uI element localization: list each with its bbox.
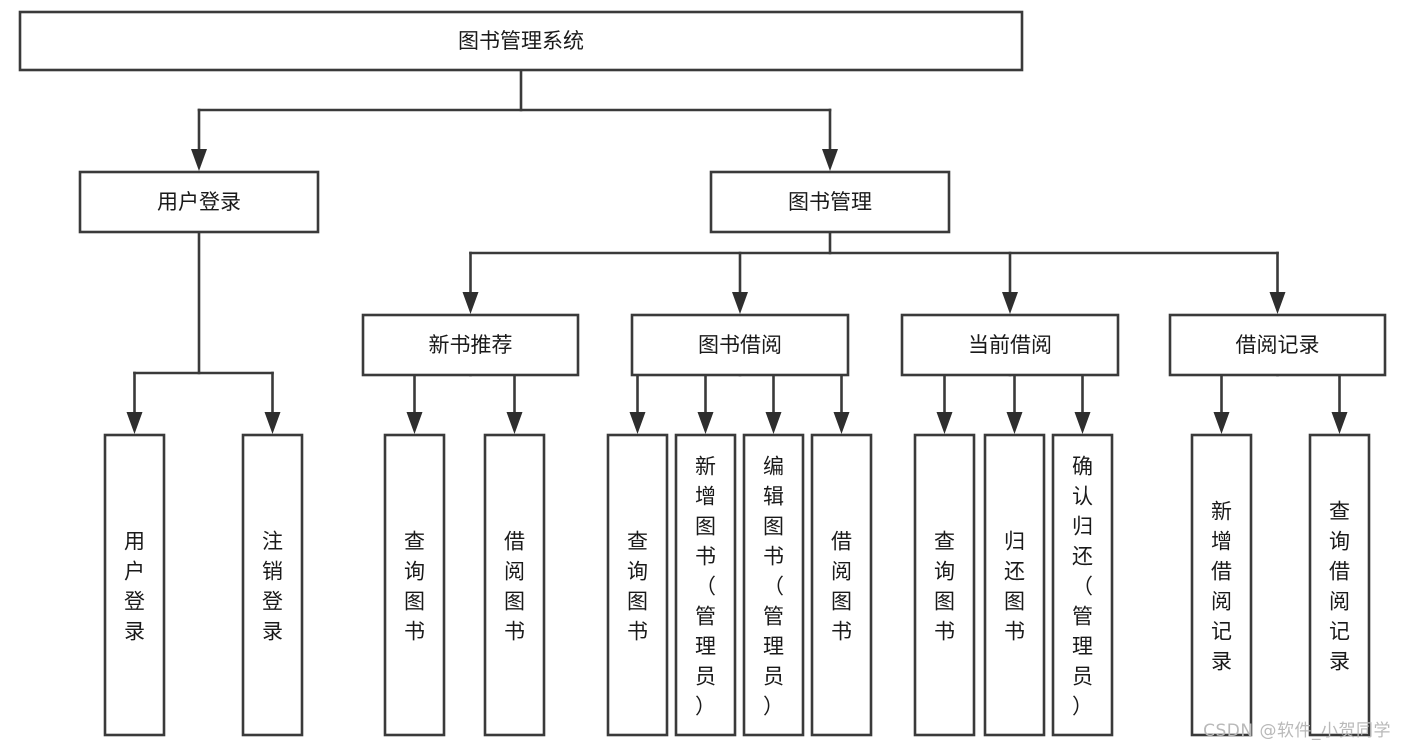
node-leaf-borrow-book-1-label: 借阅图书 xyxy=(504,529,525,643)
node-leaf-borrow-book-2-label: 借阅图书 xyxy=(831,529,852,643)
node-leaf-return-book[interactable]: 归还图书 xyxy=(983,433,1046,737)
node-leaf-query-record[interactable]: 查询借阅记录 xyxy=(1308,433,1371,737)
node-leaf-query-book-3-box[interactable] xyxy=(913,433,976,737)
edges-layer xyxy=(126,68,1348,434)
node-leaf-add-book-box[interactable] xyxy=(674,433,737,737)
node-user-login[interactable]: 用户登录 xyxy=(78,170,320,234)
connector-group xyxy=(462,230,1286,314)
node-leaf-query-book-2[interactable]: 查询图书 xyxy=(606,433,669,737)
node-root-system[interactable]: 图书管理系统 xyxy=(18,10,1024,72)
node-leaf-confirm-return-box[interactable] xyxy=(1051,433,1114,737)
node-root-system-label: 图书管理系统 xyxy=(458,29,584,53)
node-leaf-query-book-1-box[interactable] xyxy=(383,433,446,737)
node-new-book-recommend-label: 新书推荐 xyxy=(429,333,513,357)
node-book-manage-label: 图书管理 xyxy=(788,190,872,214)
node-leaf-add-record-box[interactable] xyxy=(1190,433,1253,737)
node-leaf-add-record[interactable]: 新增借阅记录 xyxy=(1190,433,1253,737)
node-leaf-edit-book-label: 编辑图书（管理员） xyxy=(763,454,784,718)
node-leaf-borrow-book-2[interactable]: 借阅图书 xyxy=(810,433,873,737)
node-leaf-query-record-box[interactable] xyxy=(1308,433,1371,737)
node-book-borrow[interactable]: 图书借阅 xyxy=(630,313,850,377)
node-leaf-return-book-box[interactable] xyxy=(983,433,1046,737)
node-leaf-edit-book-box[interactable] xyxy=(742,433,805,737)
nodes-layer: 图书管理系统用户登录图书管理新书推荐图书借阅当前借阅借阅记录用户登录注销登录查询… xyxy=(18,10,1387,737)
node-leaf-logout[interactable]: 注销登录 xyxy=(241,433,304,737)
node-user-login-label: 用户登录 xyxy=(157,190,241,214)
node-leaf-borrow-book-1-box[interactable] xyxy=(483,433,546,737)
node-leaf-query-book-2-box[interactable] xyxy=(606,433,669,737)
node-leaf-confirm-return[interactable]: 确认归还（管理员） xyxy=(1051,433,1114,737)
node-root-system-box[interactable] xyxy=(18,10,1024,72)
node-leaf-add-book-label: 新增图书（管理员） xyxy=(695,454,716,718)
connector-group xyxy=(1213,371,1348,434)
watermark-text: CSDN @软件_小贺同学 xyxy=(1203,721,1391,741)
node-leaf-query-record-label: 查询借阅记录 xyxy=(1329,499,1350,673)
node-leaf-add-book[interactable]: 新增图书（管理员） xyxy=(674,433,737,737)
node-leaf-query-book-3[interactable]: 查询图书 xyxy=(913,433,976,737)
node-borrow-record[interactable]: 借阅记录 xyxy=(1168,313,1387,377)
node-leaf-query-book-3-label: 查询图书 xyxy=(934,529,955,643)
node-new-book-recommend-box[interactable] xyxy=(361,313,580,377)
node-leaf-user-login[interactable]: 用户登录 xyxy=(103,433,166,737)
node-leaf-confirm-return-label: 确认归还（管理员） xyxy=(1072,454,1093,718)
node-book-borrow-box[interactable] xyxy=(630,313,850,377)
node-leaf-edit-book[interactable]: 编辑图书（管理员） xyxy=(742,433,805,737)
connector-group xyxy=(191,68,838,171)
node-leaf-query-book-1[interactable]: 查询图书 xyxy=(383,433,446,737)
node-book-borrow-label: 图书借阅 xyxy=(698,333,782,357)
node-book-manage-box[interactable] xyxy=(709,170,951,234)
node-current-borrow[interactable]: 当前借阅 xyxy=(900,313,1120,377)
node-new-book-recommend[interactable]: 新书推荐 xyxy=(361,313,580,377)
node-current-borrow-label: 当前借阅 xyxy=(968,333,1052,357)
node-borrow-record-label: 借阅记录 xyxy=(1236,333,1320,357)
node-user-login-box[interactable] xyxy=(78,170,320,234)
connector-group xyxy=(126,230,281,434)
connector-group xyxy=(406,371,523,434)
node-book-manage[interactable]: 图书管理 xyxy=(709,170,951,234)
node-leaf-return-book-label: 归还图书 xyxy=(1004,529,1025,643)
node-leaf-logout-box[interactable] xyxy=(241,433,304,737)
connector-group xyxy=(629,371,850,434)
node-leaf-borrow-book-2-box[interactable] xyxy=(810,433,873,737)
node-leaf-logout-label: 注销登录 xyxy=(262,529,283,643)
node-leaf-query-book-1-label: 查询图书 xyxy=(404,529,425,643)
node-current-borrow-box[interactable] xyxy=(900,313,1120,377)
node-leaf-add-record-label: 新增借阅记录 xyxy=(1211,499,1232,673)
node-borrow-record-box[interactable] xyxy=(1168,313,1387,377)
node-leaf-query-book-2-label: 查询图书 xyxy=(627,529,648,643)
node-leaf-user-login-label: 用户登录 xyxy=(124,529,145,643)
node-leaf-user-login-box[interactable] xyxy=(103,433,166,737)
node-leaf-borrow-book-1[interactable]: 借阅图书 xyxy=(483,433,546,737)
connector-group xyxy=(936,371,1091,434)
